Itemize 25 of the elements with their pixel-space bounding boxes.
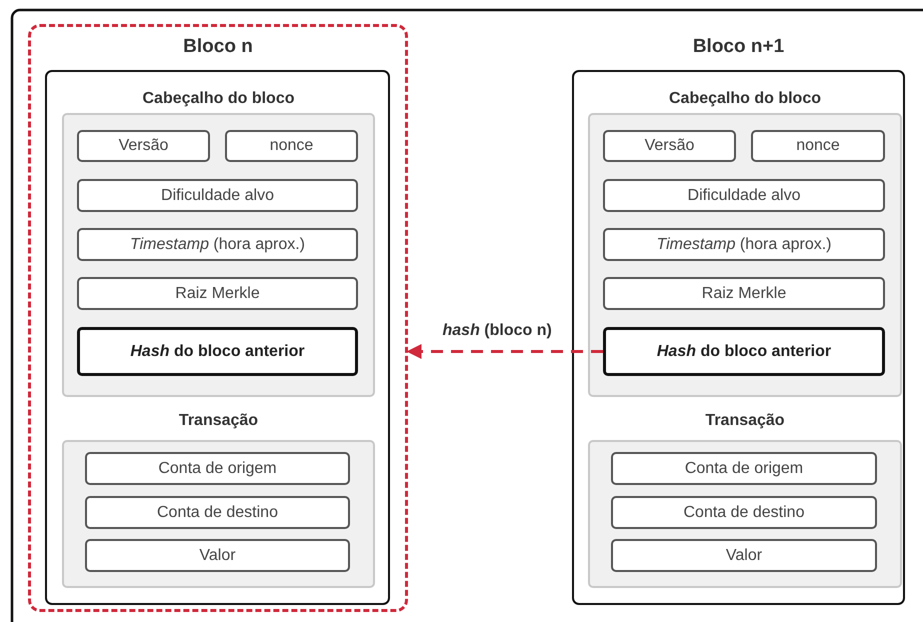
field-box: nonce bbox=[751, 130, 885, 162]
field-box: nonce bbox=[225, 130, 358, 162]
field-box: Versão bbox=[603, 130, 736, 162]
field-box: Valor bbox=[611, 539, 877, 572]
field-box: Raiz Merkle bbox=[603, 277, 885, 310]
field-box: Conta de origem bbox=[611, 452, 877, 485]
highlighted-field-box: Hash do bloco anterior bbox=[603, 327, 885, 376]
field-box: Dificuldade alvo bbox=[603, 179, 885, 212]
field-box: Conta de origem bbox=[85, 452, 350, 485]
field-box: Raiz Merkle bbox=[77, 277, 358, 310]
field-box: Conta de destino bbox=[85, 496, 350, 529]
field-box: Conta de destino bbox=[611, 496, 877, 529]
field-box: Versão bbox=[77, 130, 210, 162]
highlighted-field-box: Hash do bloco anterior bbox=[77, 327, 358, 376]
field-box: Valor bbox=[85, 539, 350, 572]
panel-heading: Cabeçalho do bloco bbox=[668, 90, 822, 108]
field-box: Dificuldade alvo bbox=[77, 179, 358, 212]
panel-heading: Cabeçalho do bloco bbox=[141, 90, 296, 108]
block-title: Bloco n bbox=[182, 36, 254, 58]
dashed-arrow bbox=[406, 344, 603, 359]
panel-heading: Transação bbox=[704, 412, 786, 430]
panel-heading: Transação bbox=[178, 412, 260, 430]
block-title: Bloco n+1 bbox=[692, 36, 786, 58]
field-box: Timestamp (hora aprox.) bbox=[603, 228, 885, 261]
field-box: Timestamp (hora aprox.) bbox=[77, 228, 358, 261]
